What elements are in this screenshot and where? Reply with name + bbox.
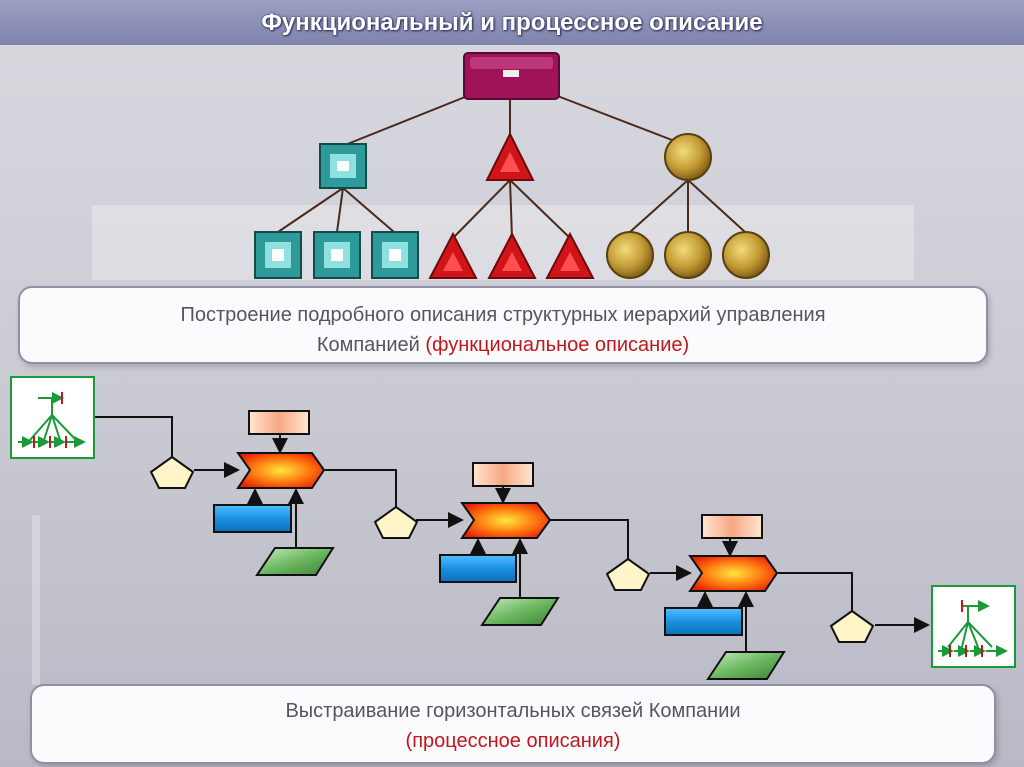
document-icon (248, 410, 310, 435)
triangle-node-icon (485, 131, 535, 181)
root-node-icon (463, 52, 560, 100)
hierarchy-connectors (277, 94, 746, 239)
parallelogram-data-icon (706, 651, 786, 680)
pentagon-event-icon (149, 455, 195, 489)
square-node-icon (319, 143, 367, 189)
tree-diagram-icon (10, 376, 95, 459)
functional-description-line2: Компанией (функциональное описание) (20, 330, 986, 360)
resource-block-icon (664, 607, 743, 636)
circle-node-icon (606, 231, 654, 279)
resource-block-icon (213, 504, 292, 533)
functional-description-box: Построение подробного описания структурн… (18, 286, 988, 364)
document-icon (472, 462, 534, 487)
parallelogram-data-icon (480, 597, 560, 626)
pentagon-event-icon (829, 609, 875, 643)
functional-description-highlight: (функциональное описание) (425, 334, 690, 356)
process-description-box: Выстраивание горизонтальных связей Компа… (30, 684, 996, 764)
page-title: Функциональный и процессное описание (261, 8, 763, 36)
triangle-node-icon (545, 231, 595, 279)
title-bar: Функциональный и процессное описание (0, 0, 1024, 45)
process-arrow-icon (236, 452, 326, 489)
triangle-node-icon (428, 231, 478, 279)
functional-description-line1: Построение подробного описания структурн… (180, 304, 826, 326)
process-description-line1: Выстраивание горизонтальных связей Компа… (285, 700, 741, 722)
document-icon (701, 514, 763, 539)
process-arrow-icon (688, 555, 779, 592)
tree-diagram-icon (931, 585, 1016, 668)
process-connectors (95, 416, 930, 652)
resource-block-icon (439, 554, 517, 583)
process-arrow-icon (460, 502, 552, 539)
process-description-line2: (процессное описания) (405, 730, 621, 752)
circle-node-icon (722, 231, 770, 279)
circle-node-icon (664, 133, 712, 181)
square-node-icon (371, 231, 419, 279)
circle-node-icon (664, 231, 712, 279)
square-node-icon (254, 231, 302, 279)
functional-description-prefix: Компанией (316, 334, 426, 356)
pentagon-event-icon (373, 505, 419, 539)
parallelogram-data-icon (255, 547, 335, 576)
triangle-node-icon (487, 231, 537, 279)
pentagon-event-icon (605, 557, 651, 591)
square-node-icon (313, 231, 361, 279)
background-band-bottom (32, 515, 40, 685)
